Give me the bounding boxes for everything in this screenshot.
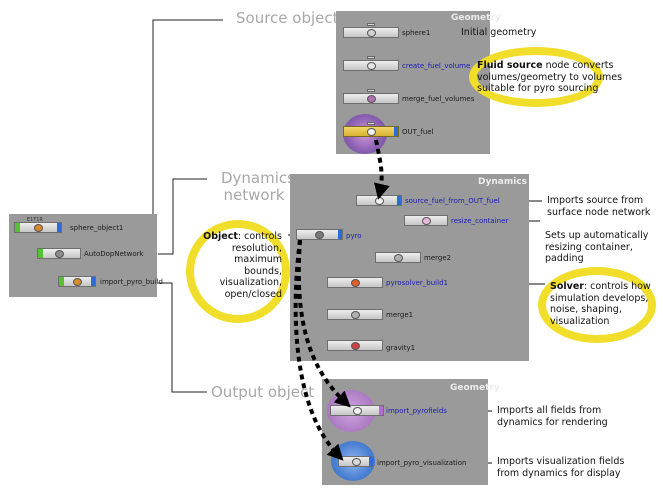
note-solver: Solver: controls how simulation develops… [550,281,651,327]
dop-network-icon [54,250,64,258]
highlight-solver [538,267,656,343]
dop-label-source-fuel: source_fuel_from_OUT_fuel [405,197,500,205]
geo-node-out-fuel[interactable] [343,126,399,137]
import-pyro-icon [72,278,82,286]
out-label-import-pyro-visualization: import_pyro_visualization [377,459,467,467]
geo-label-out-fuel: OUT_fuel [402,128,434,136]
geo-node-sphere1[interactable] [343,27,399,38]
out-node-import-pyrofields[interactable] [330,405,384,416]
obj-label-import-pyro-build: import_pyro_build [100,278,163,286]
note-imports-all: Imports all fields from dynamics for ren… [497,405,608,428]
output-bracket-line [158,282,207,393]
pyro-solver-icon [350,279,360,287]
fluid-source-icon [366,62,376,70]
dop-label-pyrosolver: pyrosolver_build1 [386,279,448,287]
geo-label-sphere1: sphere1 [402,29,431,37]
dop-node-merge2[interactable] [375,252,421,263]
import-vis-icon [351,458,361,466]
dop-node-pyro[interactable] [296,229,343,240]
obj-node-autodopnetwork[interactable] [37,248,81,259]
dop-label-merge2: merge2 [424,254,452,262]
geo-label-merge-fuel-volumes: merge_fuel_volumes [402,95,475,103]
sphere-icon [366,29,376,37]
arrow-pyro-to-visualization [293,239,344,461]
note-initial-geometry: Initial geometry [461,27,537,38]
merge-icon [350,311,360,319]
geo-node-merge-fuel-volumes[interactable] [343,93,399,104]
obj-node-sphere-object1[interactable] [14,222,62,233]
highlight-object [186,220,290,323]
note-sets-up: Sets up automatically resizing container… [545,230,649,264]
dop-label-gravity1: gravity1 [386,344,416,352]
note-imports-source: Imports source from surface node network [547,195,651,218]
merge-icon [366,95,376,103]
arrow-pyro-to-pyrofields [296,239,351,408]
obj-node-import-pyro-build[interactable] [58,276,96,287]
null-out-icon [366,128,376,136]
geo-label-create-fuel-volume: create_fuel_volume [402,62,471,70]
section-title-source-object: Source object [236,9,339,27]
note-imports-vis: Imports visualization fields from dynami… [497,456,625,479]
obj-label-autodopnetwork: AutoDopNetwork [84,250,144,258]
highlight-fluid-source [469,47,603,107]
gravity-icon [350,342,360,350]
section-title-dynamics-network: Dynamics network [221,169,295,204]
note-fluid-source: Fluid source node converts volumes/geome… [477,60,623,94]
arrow-outfuel-to-source [374,139,390,200]
dop-label-resize-container: resize_container [451,217,509,225]
pyro-object-icon [315,231,324,239]
resize-icon [421,217,431,225]
panel-title-geometry-top: Geometry [451,13,501,23]
obj-label-sphere-object1: sphere_object1 [70,224,124,232]
import-fields-icon [352,407,362,415]
dynamics-bracket-line [158,178,207,255]
dop-node-pyrosolver[interactable] [327,277,383,288]
dop-node-gravity1[interactable] [327,340,383,351]
source-bracket-line [152,19,223,232]
panel-title-dynamics: Dynamics [478,177,527,187]
panel-title-geometry-bottom: Geometry [450,383,500,393]
dop-label-pyro: pyro [346,232,362,240]
geo-node-create-fuel-volume[interactable] [343,60,399,71]
dynamics-panel [290,174,529,361]
note-object: Object: controls resolution, maximum bou… [203,231,282,300]
dop-label-merge1: merge1 [386,311,414,319]
sphere-badge: E1F1R [27,217,43,223]
section-title-output-object: Output object [211,383,315,401]
dop-node-resize-container[interactable] [404,215,448,226]
out-label-import-pyrofields: import_pyrofields [386,407,447,415]
merge-icon [393,254,403,262]
out-node-import-pyro-visualization[interactable] [338,456,374,467]
dop-node-merge1[interactable] [327,309,383,320]
sphere-object-icon [33,224,43,232]
